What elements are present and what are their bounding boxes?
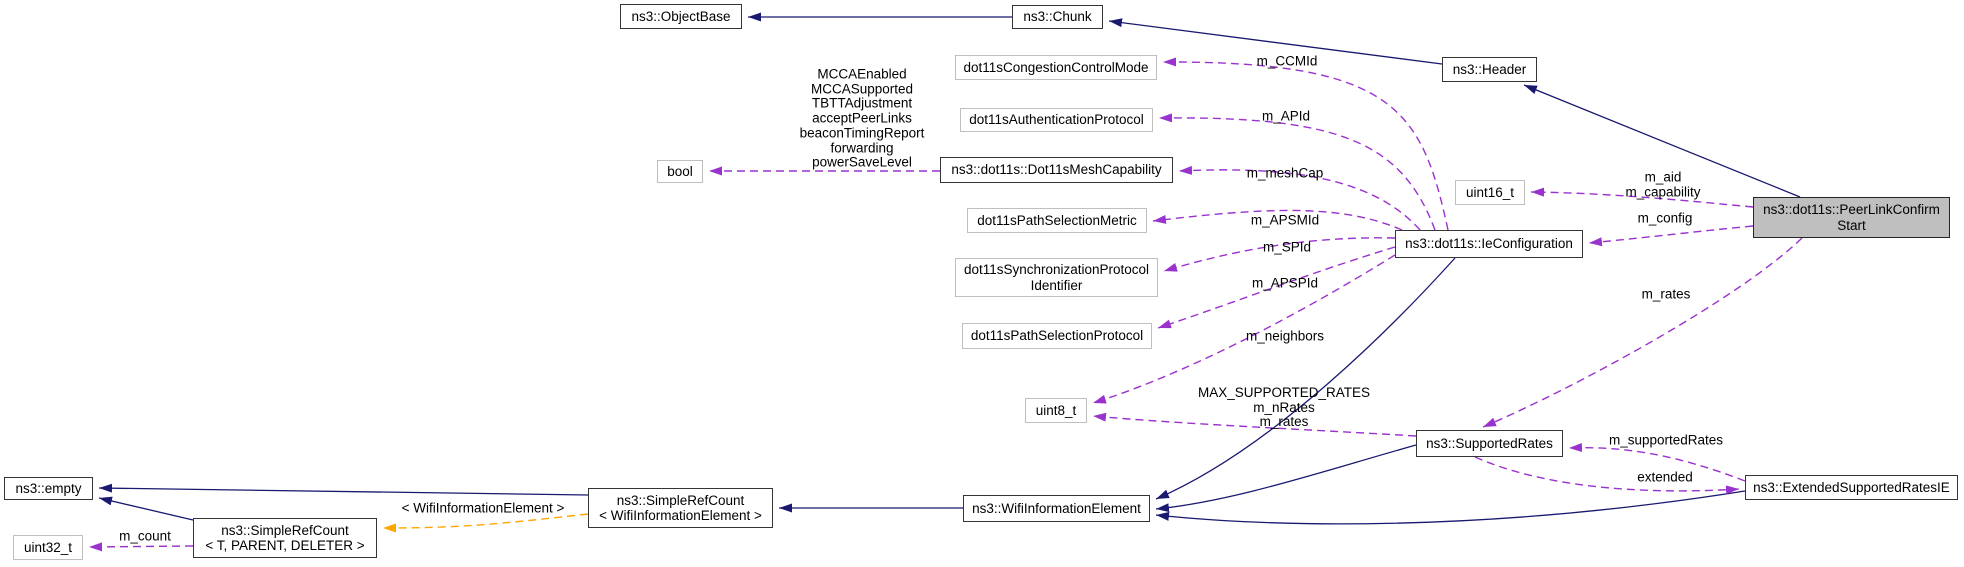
edge-label-mesh-capability-fields: MCCAEnabled MCCASupported TBTTAdjustment… <box>799 66 925 170</box>
edge-label-m-ccmid: m_CCMId <box>1256 53 1318 69</box>
edge-label-m-rates-peerlink: m_rates <box>1641 286 1691 302</box>
edge-label-m-config: m_config <box>1637 210 1693 226</box>
node-ns3-wifiinformationelement[interactable]: ns3::WifiInformationElement <box>963 495 1150 522</box>
edge-label-m-apspid: m_APSPId <box>1251 275 1319 291</box>
edge-usage-m-apspid <box>1157 246 1396 329</box>
edge-label-m-spid: m_SPId <box>1262 239 1312 255</box>
edge-inherit-simplerefcount-wie-to-empty <box>98 483 589 496</box>
node-dot11s-congestion-control-mode: dot11sCongestionControlMode <box>955 55 1157 80</box>
node-ns3-simplerefcount-wifiinformationelement[interactable]: ns3::SimpleRefCount < WifiInformationEle… <box>588 488 773 528</box>
node-ns3-dot11s-dot11smeshcapability[interactable]: ns3::dot11s::Dot11sMeshCapability <box>940 157 1173 183</box>
node-dot11s-authentication-protocol: dot11sAuthenticationProtocol <box>960 108 1153 132</box>
edge-inherit-header-to-chunk <box>1108 18 1443 65</box>
node-ns3-dot11s-peerlinkconfirmstart: ns3::dot11s::PeerLinkConfirm Start <box>1753 197 1950 238</box>
edge-inherit-supportedrates-to-wifiinformationelement <box>1155 444 1417 513</box>
node-uint16-t: uint16_t <box>1455 180 1525 205</box>
edge-label-m-neighbors: m_neighbors <box>1245 328 1325 344</box>
edge-usage-m-neighbors <box>1092 254 1396 404</box>
node-dot11s-synchronization-protocol-identifier: dot11sSynchronizationProtocol Identifier <box>955 258 1158 297</box>
edge-label-supported-rates-fields: MAX_SUPPORTED_RATES m_nRates m_rates <box>1197 384 1371 430</box>
edge-label-m-apid: m_APId <box>1261 108 1311 124</box>
edge-inherit-ieconfiguration-to-wifiinformationelement <box>1155 257 1456 500</box>
edge-usage-supportedrates-to-uint8 <box>1092 412 1417 437</box>
edge-usage-m-apsmid <box>1152 209 1403 231</box>
node-ns3-empty[interactable]: ns3::empty <box>4 477 93 500</box>
edge-inherit-extendedsupportedratesie-to-wifiinformationelement <box>1155 490 1746 525</box>
edge-usage-extended <box>1474 456 1740 495</box>
edge-usage-m-meshcap <box>1178 165 1421 231</box>
edge-label-m-count: m_count <box>119 528 171 544</box>
edge-usage-m-config <box>1588 225 1754 247</box>
edge-usage-m-ccmid <box>1162 57 1449 231</box>
edge-usage-m-rates-peerlink <box>1482 237 1803 428</box>
edge-inherit-peerlink-to-header <box>1523 84 1801 198</box>
node-uint8-t: uint8_t <box>1025 398 1087 423</box>
node-ns3-header[interactable]: ns3::Header <box>1442 57 1537 82</box>
node-dot11s-path-selection-metric: dot11sPathSelectionMetric <box>967 208 1147 233</box>
node-bool: bool <box>657 160 703 183</box>
node-ns3-dot11s-ieconfiguration[interactable]: ns3::dot11s::IeConfiguration <box>1395 230 1583 258</box>
edge-usage-m-spid <box>1163 237 1396 272</box>
node-ns3-chunk[interactable]: ns3::Chunk <box>1012 5 1103 29</box>
node-ns3-supportedrates[interactable]: ns3::SupportedRates <box>1416 430 1563 457</box>
edge-label-m-aid-m-capability: m_aid m_capability <box>1625 169 1701 199</box>
edge-label-extended: extended <box>1637 469 1693 485</box>
edge-label-m-meshcap: m_meshCap <box>1246 165 1324 181</box>
edge-usage-m-count <box>88 542 194 552</box>
node-ns3-extendedsupportedratesie[interactable]: ns3::ExtendedSupportedRatesIE <box>1745 475 1958 500</box>
node-ns3-objectbase[interactable]: ns3::ObjectBase <box>620 4 742 29</box>
node-ns3-simplerefcount-t-parent-deleter[interactable]: ns3::SimpleRefCount < T, PARENT, DELETER… <box>193 518 377 558</box>
node-uint32-t: uint32_t <box>13 535 83 560</box>
edge-inherit-simplerefcount-t-to-empty <box>98 496 194 521</box>
edge-label-m-apsmid: m_APSMId <box>1250 212 1320 228</box>
edge-usage-m-supportedrates <box>1568 443 1746 482</box>
edge-template-simplerefcount-wie-to-simplerefcount-t <box>382 513 589 533</box>
edge-label-m-supportedrates: m_supportedRates <box>1608 432 1724 448</box>
node-dot11s-path-selection-protocol: dot11sPathSelectionProtocol <box>962 323 1152 349</box>
edge-label-template-arg: < WifiInformationElement > <box>401 500 565 516</box>
edge-usage-m-aid-m-capability <box>1530 187 1754 208</box>
